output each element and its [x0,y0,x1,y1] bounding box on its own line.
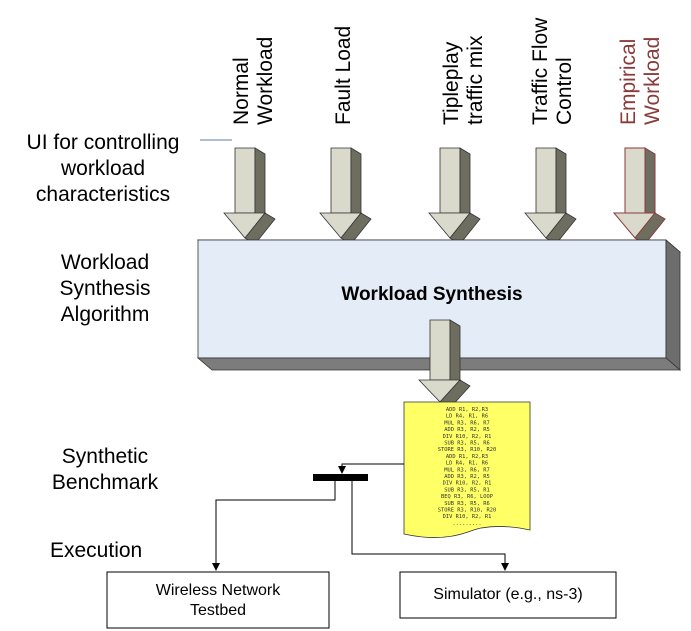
algorithm-label: Workload Synthesis Algorithm [30,250,180,328]
bar-to-simulator-line [351,481,506,563]
input-empirical-line2: Workload [641,37,664,125]
arrow-empirical [612,147,666,245]
code-line: ADD R1, R2,R3 [446,454,488,460]
doc-to-bar-arrowhead [338,466,346,474]
code-line: DIV R10, R2, R1 [443,514,492,520]
input-normal-line1: Normal [230,57,253,125]
arrow-trafficflow [524,147,577,245]
synthetic-line2: Benchmark [51,471,159,494]
algorithm-line2: Synthesis [59,277,151,300]
simulator-box [399,571,617,619]
code-line: SUB R3, R5, R6 [444,501,489,507]
code-line: LD R4, R1, R6 [446,414,488,420]
code-line: BEQ R3, R6, LOOP [441,494,493,500]
benchmark-document [403,401,531,538]
code-line: ADD R1, R2,R3 [446,407,488,413]
bar-to-testbed-line [215,481,336,563]
testbed-arrowhead [212,563,220,571]
code-line: ......... [452,521,481,527]
code-line: MUL R3, R6, R7 [444,467,489,473]
arrow-tipleplay [428,147,481,245]
arrow-fault [319,147,372,245]
arrow-normal [223,147,276,245]
input-tipleplay-line1: Tipleplay [440,41,463,125]
synthetic-line1: Synthetic [61,445,149,468]
testbed-label: Wireless Network Testbed [107,581,329,621]
ui-control-label: UI for controlling workload characterist… [8,130,198,208]
input-trafficflow-line1: Traffic Flow [529,17,552,125]
code-line: LD R4, R1, R6 [446,461,488,467]
testbed-box [106,571,330,629]
testbed-line2: Testbed [189,602,247,619]
synthesis-box-title: Workload Synthesis [341,284,523,305]
code-line: SUB R3, R5, R1 [444,487,489,493]
ui-control-line2: workload [60,157,146,180]
synthetic-label: Synthetic Benchmark [30,444,180,496]
code-line: ADD R3, R2, R5 [444,427,489,433]
code-line: STORE R3, R10, R20 [438,508,496,514]
code-line: DIV R10, R2, R1 [443,481,492,487]
algorithm-line3: Algorithm [60,303,150,326]
input-fault-line1: Fault Load [332,26,355,125]
input-normal-line2: Workload [254,37,277,125]
ui-control-line1: UI for controlling [26,131,180,154]
code-line: SUB R3, R5, R6 [444,441,489,447]
input-tipleplay-line2: traffic mix [464,35,487,125]
input-empirical-line1: Empirical [617,39,640,125]
code-line: ADD R3, R2, R5 [444,474,489,480]
ui-control-line3: characteristics [35,183,171,206]
code-line: MUL R3, R6, R7 [444,420,489,426]
code-line: DIV R10, R2, R1 [443,434,492,440]
testbed-line1: Wireless Network [155,582,281,599]
fork-bar [313,474,368,481]
synthesis-box-side [665,239,681,371]
doc-to-bar-line [341,463,404,466]
execution-label: Execution [50,539,143,562]
simulator-label: Simulator (e.g., ns-3) [433,586,583,603]
algorithm-line1: Workload [60,251,150,274]
simulator-arrowhead [501,563,509,571]
arrow-output [418,319,471,409]
synthesis-box [196,239,682,371]
input-trafficflow-line2: Control [553,57,576,125]
code-line: STORE R3, R10, R20 [438,447,496,453]
